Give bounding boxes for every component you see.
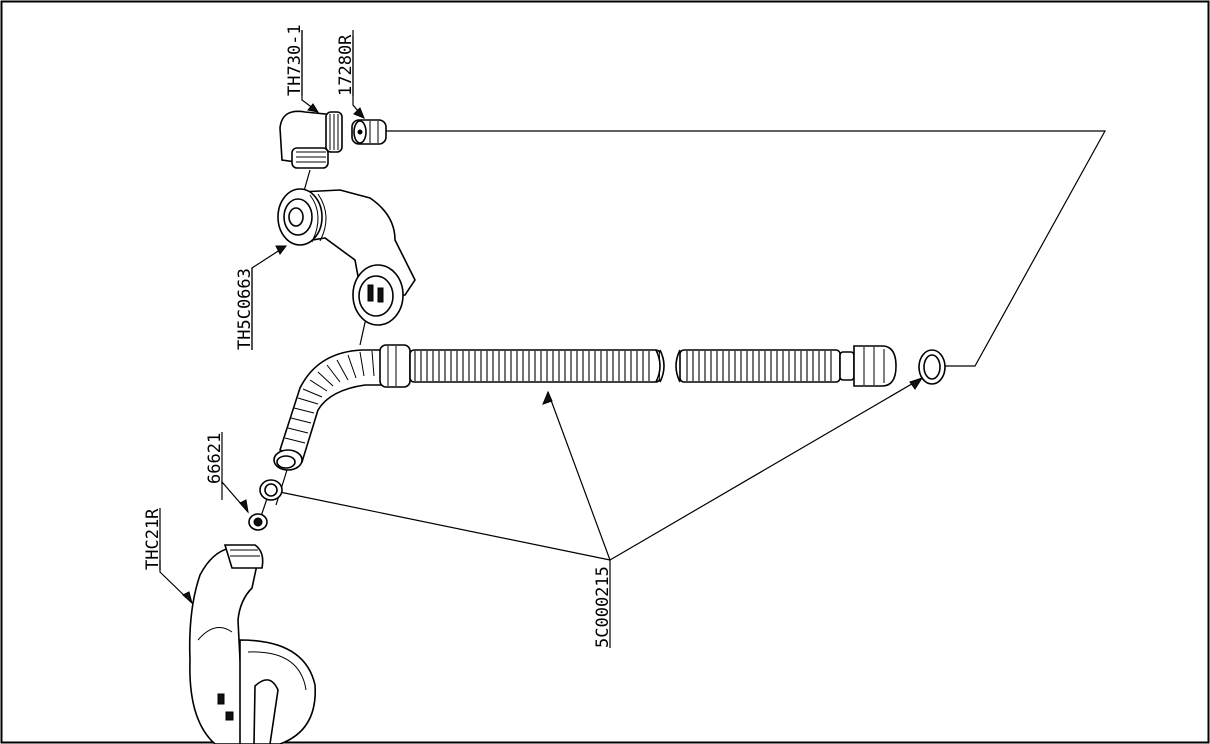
hose-ribs (414, 351, 832, 381)
label-th730: TH730-1 (285, 24, 305, 96)
label-th5c0663: TH5C0663 (235, 268, 255, 350)
label-5c000215: 5C000215 (593, 566, 613, 648)
part-th5c0663-body (277, 188, 416, 326)
part-17280r-plug (351, 119, 387, 145)
part-66621-washer (248, 513, 268, 531)
label-66621: 66621 (205, 433, 225, 484)
hose-bend-ribs (284, 350, 375, 444)
label-17280r: 17280R (336, 34, 356, 96)
part-th730-elbow (279, 110, 343, 169)
part-labels: TH730-1 17280R TH5C0663 66621 THC21R 5C0… (143, 24, 613, 648)
part-coupling-ring (259, 479, 283, 501)
leader-lines (159, 30, 924, 605)
part-5c000215-hose (273, 344, 897, 471)
part-hose-end-ring (918, 349, 946, 385)
label-thc21r: THC21R (143, 508, 163, 570)
part-thc21r-handset (188, 544, 316, 744)
assembly-lines (257, 130, 1107, 526)
